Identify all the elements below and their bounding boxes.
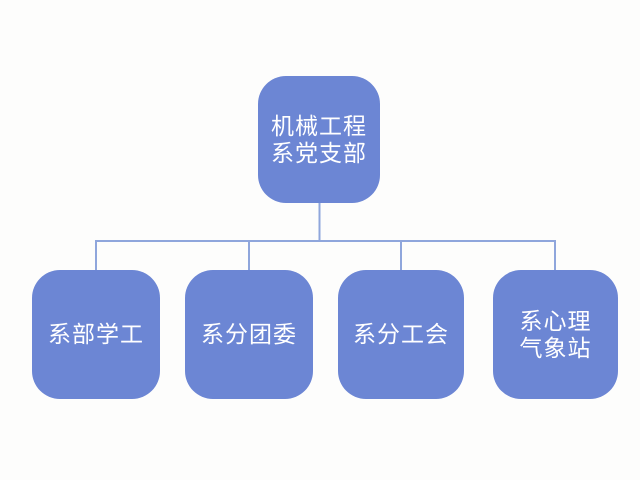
org-node-root-label: 机械工程 系党支部 [271, 113, 367, 166]
org-node-child-1[interactable]: 系部学工 [32, 270, 160, 399]
org-node-root[interactable]: 机械工程 系党支部 [258, 76, 380, 203]
org-node-child-4-label: 系心理 气象站 [519, 308, 592, 361]
org-node-child-3-label: 系分工会 [353, 322, 449, 347]
org-node-child-3[interactable]: 系分工会 [338, 270, 464, 399]
org-node-child-2[interactable]: 系分团委 [185, 270, 313, 399]
org-node-child-1-label: 系部学工 [48, 322, 144, 347]
org-node-child-2-label: 系分团委 [201, 322, 297, 347]
org-node-child-4[interactable]: 系心理 气象站 [493, 270, 618, 399]
